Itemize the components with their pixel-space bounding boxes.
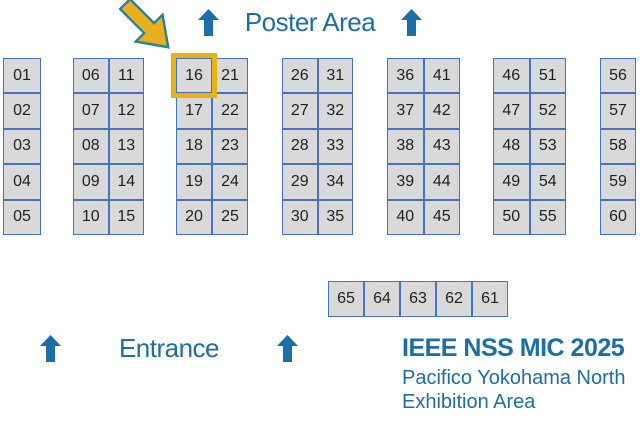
booth-cell-13: 13 [108, 128, 144, 165]
booth-cell-21: 21 [212, 58, 248, 94]
booth-cell-47: 47 [493, 93, 530, 129]
booth-cell-24: 24 [212, 164, 248, 200]
booth-cell-18: 18 [176, 128, 212, 165]
booth-cell-01: 01 [3, 58, 41, 94]
booth-cell-31: 31 [317, 58, 353, 94]
booth-cell-06: 06 [73, 58, 109, 94]
booth-cell-43: 43 [423, 128, 460, 165]
poster-area-label: Poster Area [244, 6, 376, 37]
event-venue-line1: Pacifico Yokohama North [402, 367, 626, 389]
booth-cell-60: 60 [600, 199, 636, 235]
booth-cell-61: 61 [472, 281, 508, 317]
booth-cell-53: 53 [529, 128, 566, 165]
booth-cell-48: 48 [493, 128, 530, 165]
booth-cell-02: 02 [3, 93, 41, 129]
booth-cell-51: 51 [529, 58, 566, 94]
booth-cell-10: 10 [73, 199, 109, 235]
booth-cell-28: 28 [282, 128, 318, 165]
booth-cell-37: 37 [387, 93, 424, 129]
booth-cell-03: 03 [3, 128, 41, 165]
booth-cell-41: 41 [423, 58, 460, 94]
booth-cell-09: 09 [73, 164, 109, 200]
booth-cell-04: 04 [3, 164, 41, 200]
booth-cell-44: 44 [423, 164, 460, 200]
booth-cell-08: 08 [73, 128, 109, 165]
booth-cell-26: 26 [282, 58, 318, 94]
booth-cell-42: 42 [423, 93, 460, 129]
booth-cell-12: 12 [108, 93, 144, 129]
diagonal-arrow-icon [118, 0, 170, 49]
up-arrow-icon [276, 334, 298, 362]
booth-cell-16: 16 [176, 58, 212, 94]
up-arrow-icon [40, 334, 61, 362]
booth-cell-64: 64 [364, 281, 400, 317]
booth-cell-35: 35 [317, 199, 353, 235]
booth-cell-25: 25 [212, 199, 248, 235]
booth-cell-34: 34 [317, 164, 353, 200]
booth-cell-30: 30 [282, 199, 318, 235]
entrance-label: Entrance [118, 332, 220, 363]
booth-cell-57: 57 [600, 93, 636, 129]
booth-cell-32: 32 [317, 93, 353, 129]
booth-cell-15: 15 [108, 199, 144, 235]
booth-cell-63: 63 [400, 281, 436, 317]
booth-cell-27: 27 [282, 93, 318, 129]
up-arrow-icon [198, 8, 219, 36]
booth-cell-29: 29 [282, 164, 318, 200]
booth-cell-62: 62 [436, 281, 472, 317]
entrance-label-row: Entrance [40, 332, 298, 364]
booth-cell-59: 59 [600, 164, 636, 200]
event-venue-line2: Exhibition Area [402, 390, 536, 413]
booth-cell-65: 65 [328, 281, 364, 317]
booth-cell-33: 33 [317, 128, 353, 165]
booth-cell-52: 52 [529, 93, 566, 129]
booth-cell-19: 19 [176, 164, 212, 200]
booth-cell-45: 45 [423, 199, 460, 235]
booth-cell-55: 55 [529, 199, 566, 235]
booth-cell-07: 07 [73, 93, 109, 129]
booth-cell-20: 20 [176, 199, 212, 235]
booth-cell-22: 22 [212, 93, 248, 129]
up-arrow-icon [400, 8, 422, 36]
event-info: IEEE NSS MIC 2025 Pacifico Yokohama Nort… [402, 334, 625, 414]
booth-cell-05: 05 [3, 199, 41, 235]
poster-area-label-row: Poster Area [198, 6, 422, 38]
booth-cell-17: 17 [176, 93, 212, 129]
booth-cell-46: 46 [493, 58, 530, 94]
booth-cell-14: 14 [108, 164, 144, 200]
booth-cell-58: 58 [600, 128, 636, 165]
booth-cell-23: 23 [212, 128, 248, 165]
booth-cell-50: 50 [493, 199, 530, 235]
booth-cell-39: 39 [387, 164, 424, 200]
booth-cell-54: 54 [529, 164, 566, 200]
booth-cell-11: 11 [108, 58, 144, 94]
booth-cell-36: 36 [387, 58, 424, 94]
booth-cell-49: 49 [493, 164, 530, 200]
booth-cell-38: 38 [387, 128, 424, 165]
event-title: IEEE NSS MIC 2025 [402, 334, 625, 362]
booth-cell-40: 40 [387, 199, 424, 235]
booth-cell-56: 56 [600, 58, 636, 94]
